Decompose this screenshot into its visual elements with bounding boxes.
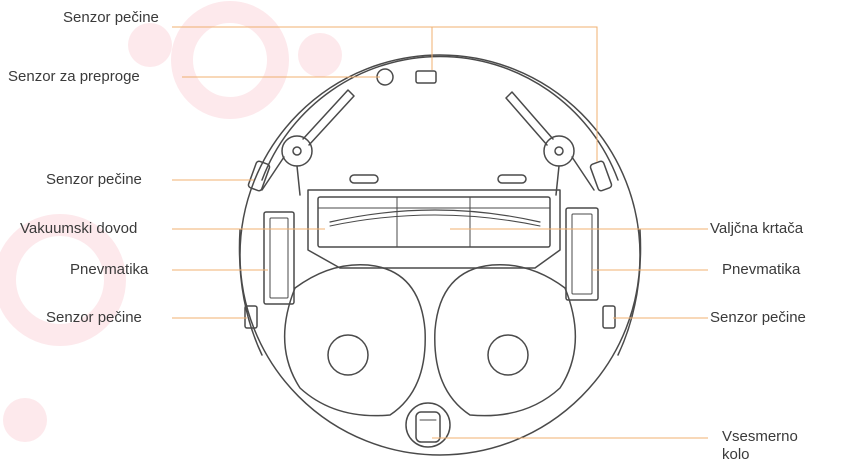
label-omni-wheel: Vsesmerno kolo: [722, 428, 798, 463]
label-vacuum-inlet: Vakuumski dovod: [20, 220, 138, 237]
label-carpet-sensor: Senzor za preproge: [8, 68, 140, 85]
robot-right-rim: [617, 229, 642, 356]
label-cliff-sensor-left-upper: Senzor pečine: [46, 171, 142, 188]
cliff-sensor-right-upper: [589, 160, 613, 192]
label-cliff-sensor-top: Senzor pečine: [63, 9, 159, 26]
pad-hub-left: [327, 334, 369, 376]
side-brush-left: [261, 89, 355, 196]
tire-left: [263, 211, 295, 305]
omni-wheel: [415, 411, 441, 443]
pad-hub-right: [487, 334, 529, 376]
cliff-sensor-top: [415, 70, 437, 84]
label-tire-right: Pnevmatika: [722, 261, 801, 278]
mop-pad-left: [283, 263, 426, 417]
side-brush-right: [505, 91, 595, 196]
slot-left: [349, 174, 379, 184]
label-roller-brush: Valjčna krtača: [710, 220, 804, 237]
slot-right: [497, 174, 527, 184]
robot-left-rim: [238, 229, 263, 356]
brush-housing: [307, 189, 561, 269]
roller-brush: [317, 196, 551, 248]
robot-inner-rim: [261, 55, 619, 181]
cliff-sensor-left-lower: [244, 305, 258, 329]
label-cliff-sensor-right-lower: Senzor pečine: [710, 309, 806, 326]
leader-cliff-top: [172, 26, 598, 162]
cliff-sensor-right-lower: [602, 305, 616, 329]
cliff-sensor-left-upper: [247, 160, 271, 192]
label-cliff-sensor-left-lower: Senzor pečine: [46, 309, 142, 326]
tire-right: [565, 207, 599, 301]
label-tire-left: Pnevmatika: [70, 261, 149, 278]
mop-pad-right: [434, 263, 577, 417]
robot-body-outline: [239, 54, 641, 456]
omni-wheel-housing: [405, 402, 451, 448]
